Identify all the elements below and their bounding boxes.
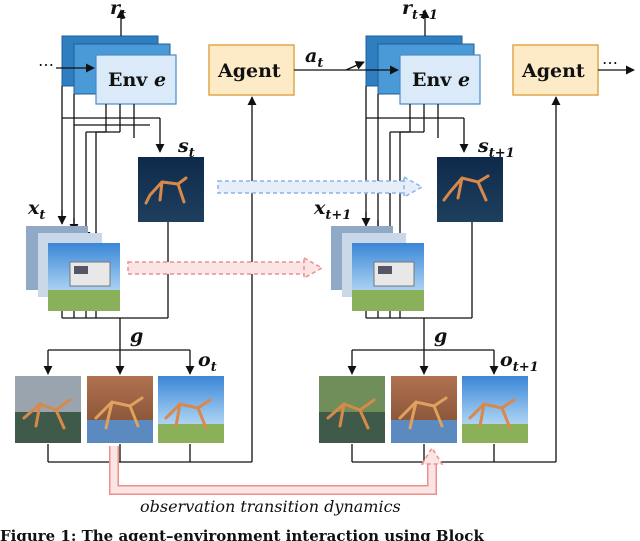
label-s-t1: st+1 — [477, 135, 515, 161]
env-label-t1: Env e — [412, 69, 470, 91]
label-g-left: g — [130, 325, 143, 347]
caption-transition: observation transition dynamics — [140, 497, 401, 516]
figure-caption: Figure 1: The agent–environment interact… — [0, 527, 484, 541]
env-stack-t: Env e — [61, 35, 177, 105]
label-s-t: st — [177, 135, 195, 161]
svg-text:Agent: Agent — [217, 60, 281, 82]
agent-box-t: Agent — [208, 44, 295, 96]
env-label-t: Env e — [108, 69, 166, 91]
label-x-t1: xt+1 — [313, 197, 351, 223]
env-stack-t1: Env e — [365, 35, 481, 105]
label-g-right: g — [434, 325, 447, 347]
obs-transition-arrow — [127, 256, 324, 280]
label-x-t: xt — [27, 197, 45, 223]
output-images-t1 — [319, 376, 528, 443]
env-box-t — [95, 54, 177, 105]
obs-stack-t — [26, 226, 120, 311]
label-r-t1: rt+1 — [402, 0, 438, 23]
state-image-t1 — [437, 157, 503, 222]
ellipsis-left: … — [38, 51, 54, 70]
env-box-t1 — [399, 54, 481, 105]
label-a-t: at — [305, 45, 323, 71]
ellipsis-right: … — [602, 49, 618, 68]
agent-box-t1: Agent — [512, 44, 599, 96]
state-image-t — [138, 157, 204, 222]
label-o-t: ot — [198, 349, 217, 375]
label-r-t: rt — [110, 0, 126, 23]
state-transition-arrow — [217, 175, 424, 199]
label-o-t1: ot+1 — [500, 349, 539, 375]
obs-stack-t1 — [331, 226, 424, 311]
svg-text:Agent: Agent — [521, 60, 585, 82]
observation-transition-arrow — [109, 446, 444, 495]
output-images-t — [15, 376, 224, 443]
